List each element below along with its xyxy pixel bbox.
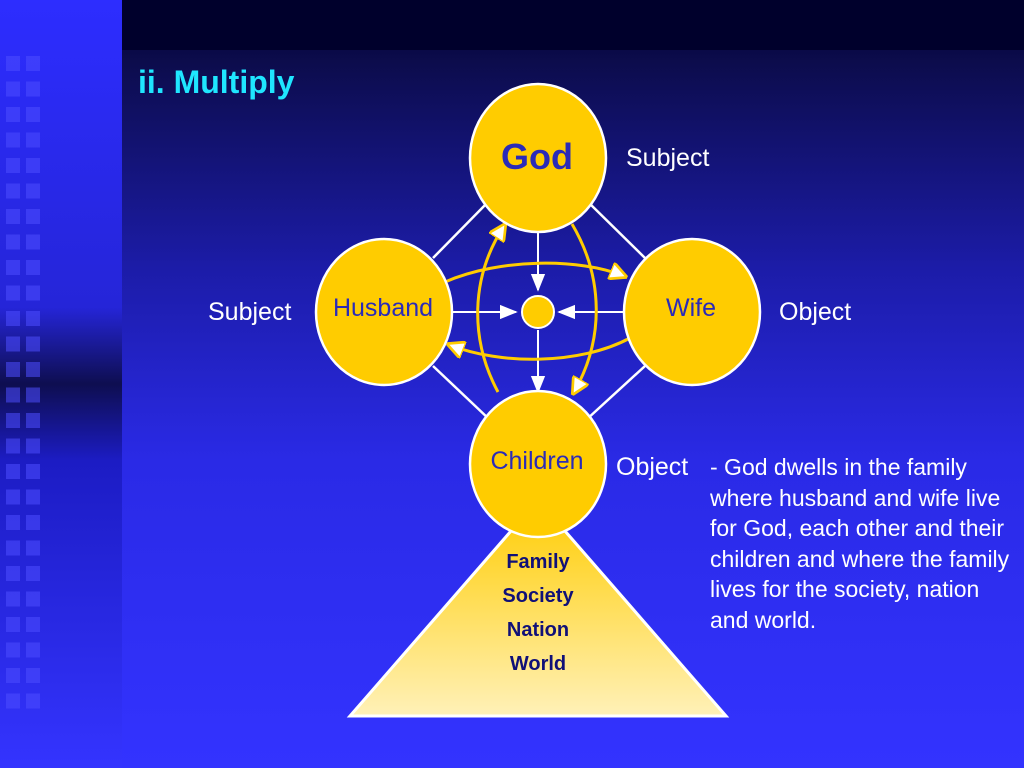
role-label-husband: Subject — [208, 298, 292, 326]
slide-title: ii. Multiply — [138, 64, 295, 100]
loop-vertical-left — [476, 226, 504, 393]
node-husband — [314, 237, 454, 387]
role-label-god: Subject — [626, 144, 710, 172]
yellow-loops — [444, 223, 631, 393]
node-children — [468, 389, 608, 539]
description-text: - God dwells in the family where husband… — [710, 454, 1010, 633]
node-center — [521, 295, 555, 329]
node-wife — [622, 237, 762, 387]
pyramid-triangle — [346, 497, 730, 718]
center-arrows — [452, 228, 624, 394]
level-family: Family — [506, 551, 570, 573]
level-nation: Nation — [506, 619, 570, 641]
loop-vertical-right — [572, 223, 598, 392]
loop-horizontal-bottom — [450, 336, 631, 361]
line-god-wife — [585, 199, 646, 259]
line-husband-children — [432, 365, 491, 421]
connector-lines — [432, 199, 646, 421]
node-god-label: God — [501, 136, 573, 177]
node-wife-label: Wife — [666, 294, 716, 322]
line-wife-children — [585, 365, 646, 421]
line-god-husband — [432, 199, 491, 259]
role-label-children: Object — [616, 453, 689, 481]
node-god — [468, 82, 608, 234]
background-square-pattern — [0, 50, 40, 710]
pyramid-levels: Family Society Nation World — [440, 545, 636, 681]
node-husband-label: Husband — [332, 294, 434, 322]
top-dark-band — [122, 0, 1024, 50]
level-world: World — [509, 653, 567, 675]
level-society: Society — [502, 585, 574, 607]
nodes — [314, 82, 762, 539]
role-label-wife: Object — [779, 298, 852, 326]
node-children-label: Children — [490, 447, 584, 475]
loop-horizontal-top — [444, 261, 624, 284]
